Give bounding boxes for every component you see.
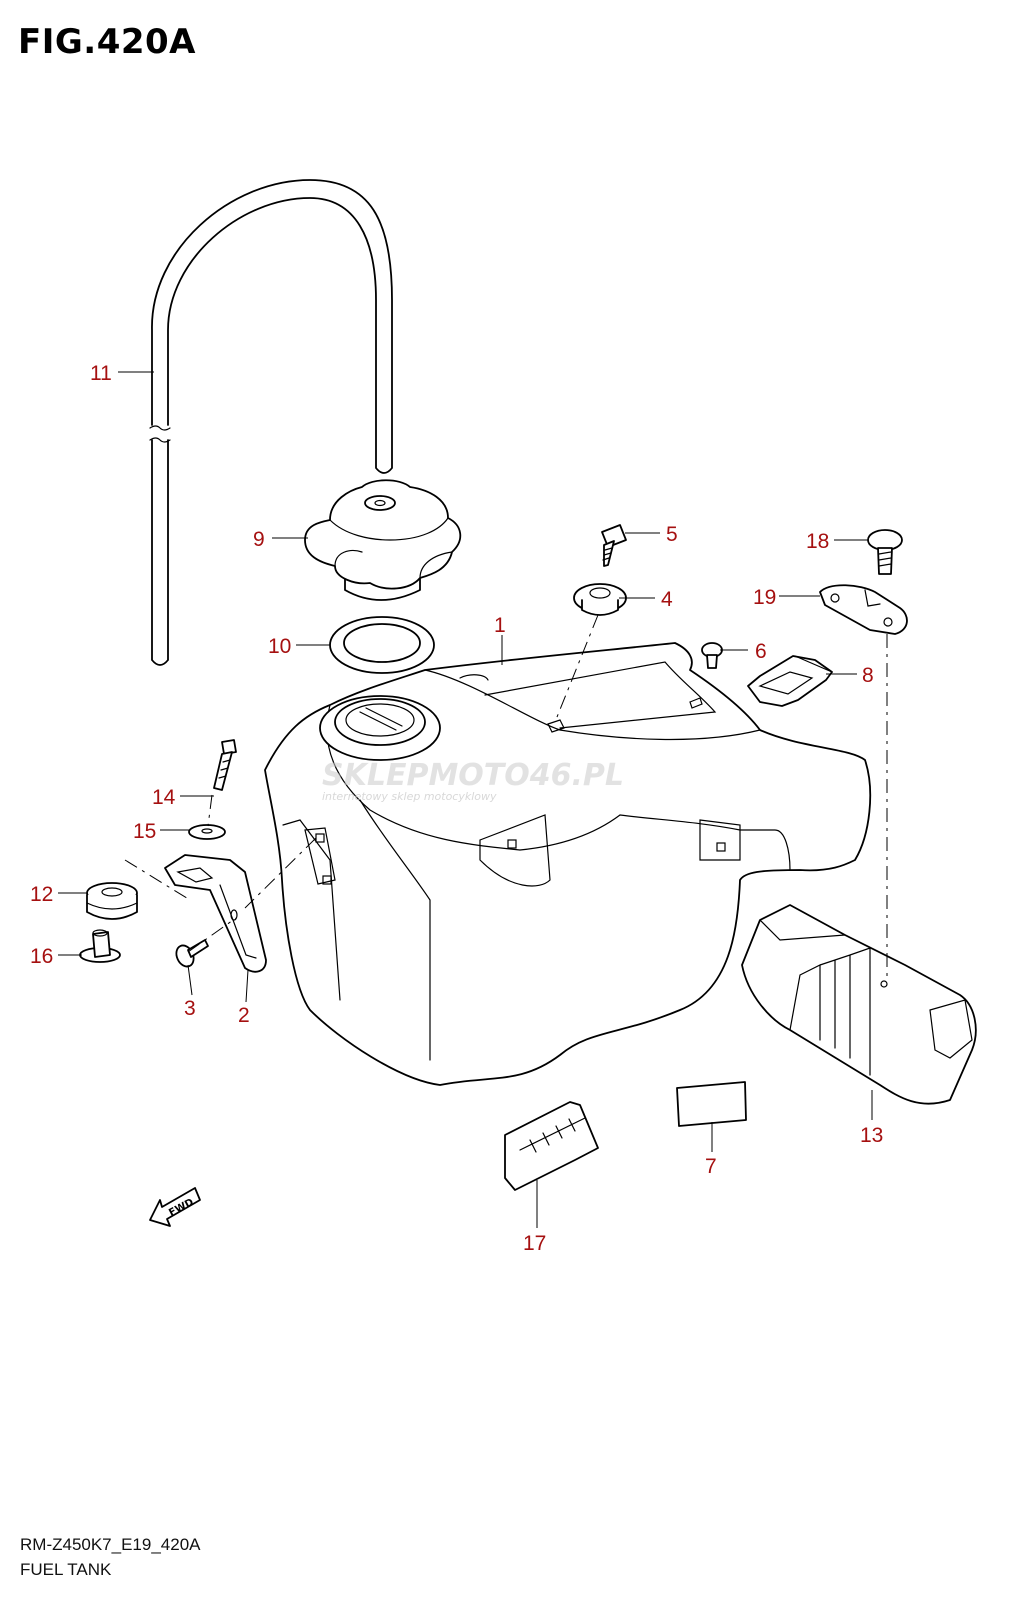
callout-12: 12 — [30, 883, 53, 906]
callout-5: 5 — [666, 523, 678, 546]
washer-15 — [188, 824, 226, 840]
bracket-19 — [819, 584, 908, 635]
figure-title: FIG.420A — [18, 22, 196, 62]
alignment-lines — [124, 614, 888, 982]
fuel-tank — [264, 642, 872, 1086]
callout-8: 8 — [862, 664, 874, 687]
callout-15: 15 — [133, 820, 156, 843]
callout-18: 18 — [806, 530, 829, 553]
forward-direction-arrow: FWD — [149, 1187, 201, 1227]
callout-2: 2 — [238, 1004, 250, 1027]
breather-hose — [149, 179, 393, 666]
callout-10: 10 — [268, 635, 291, 658]
screw-6 — [701, 642, 723, 669]
grommet-12 — [86, 882, 138, 920]
clip-8 — [747, 655, 833, 707]
callout-13: 13 — [860, 1124, 883, 1147]
callout-11: 11 — [90, 362, 112, 385]
watermark-main: SKLEPMOTO46.PL — [322, 758, 624, 793]
callout-16: 16 — [30, 945, 53, 968]
screw-5 — [601, 524, 627, 567]
tank-cover-13 — [741, 904, 977, 1105]
caution-label-7 — [676, 1081, 747, 1127]
watermark-sub: internetowy sklep motocyklowy — [322, 790, 497, 803]
callout-14: 14 — [152, 786, 176, 809]
screw-3 — [175, 939, 209, 968]
bolt-14 — [213, 739, 237, 791]
bracket-2 — [164, 854, 267, 973]
model-code: RM-Z450K7_E19_420A — [20, 1535, 201, 1554]
callout-17: 17 — [523, 1232, 546, 1255]
collar-16 — [79, 929, 121, 963]
callout-1: 1 — [494, 614, 506, 637]
callout-labels: 11 9 10 1 4 5 6 8 18 19 13 7 17 14 15 12… — [30, 362, 883, 1255]
callout-9: 9 — [253, 528, 265, 551]
callout-19: 19 — [753, 586, 776, 609]
pad-17 — [504, 1101, 599, 1191]
callout-7: 7 — [705, 1155, 717, 1178]
bolt-18 — [867, 529, 903, 575]
fuel-cap — [304, 479, 462, 601]
callout-3: 3 — [184, 997, 196, 1020]
cap-gasket — [329, 616, 435, 674]
callout-6: 6 — [755, 640, 767, 663]
cushion-4 — [573, 583, 627, 616]
section-name: FUEL TANK — [20, 1560, 112, 1579]
leader-lines — [58, 371, 873, 1228]
callout-4: 4 — [661, 588, 673, 611]
watermark: SKLEPMOTO46.PL internetowy sklep motocyk… — [322, 758, 624, 803]
